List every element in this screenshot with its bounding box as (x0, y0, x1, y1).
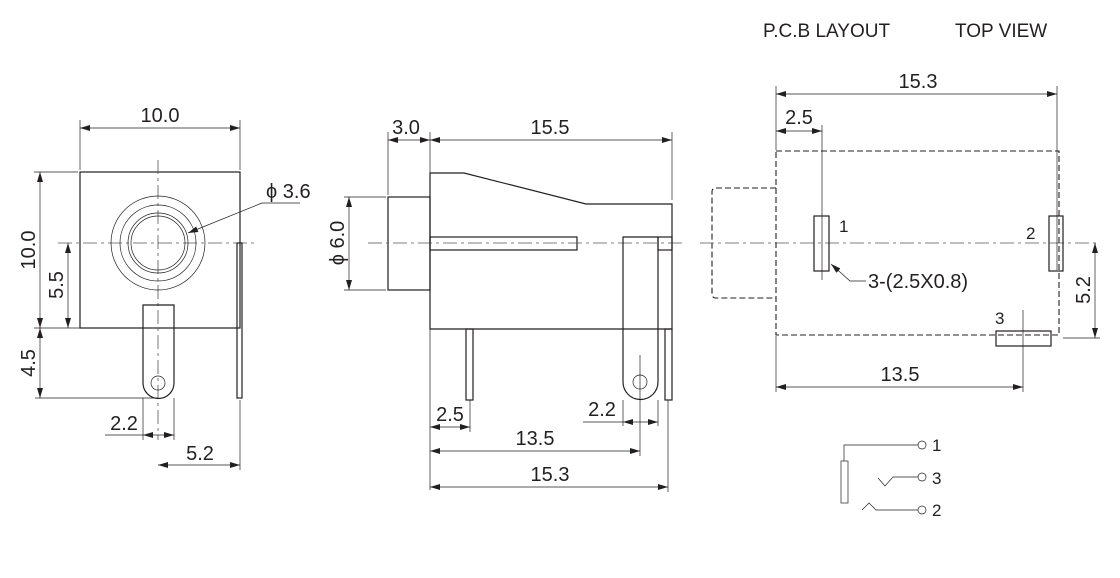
lead-length-label: 4.5 (18, 349, 40, 377)
pad-1-label: 1 (839, 217, 848, 236)
front-height-label: 10.0 (18, 231, 40, 270)
pad-1 (813, 215, 830, 272)
pad-2-label: 2 (1026, 224, 1035, 243)
pcb-pin3-offset-label: 13.5 (881, 364, 920, 386)
hole-diameter-label: ϕ 3.6 (266, 181, 311, 203)
side-lead-offset-label: 13.5 (516, 428, 555, 450)
center-height-label: 5.5 (46, 271, 68, 299)
front-width-label: 10.0 (141, 105, 180, 127)
pcb-layout-view: 15.3 2.5 5.2 13.5 1 2 3 3-(2.5X0.8) (700, 71, 1100, 392)
pin-2 (664, 328, 673, 401)
top-view-heading: TOP VIEW (955, 21, 1047, 42)
front-body (79, 171, 241, 329)
jack-hole (130, 215, 186, 271)
pcb-vertical-offset-label: 5.2 (1073, 276, 1095, 304)
side-pin1-offset-label: 2.5 (436, 404, 464, 426)
pad-size-note: 3-(2.5X0.8) (868, 271, 968, 293)
collar-diameter-label: ϕ 6.0 (327, 221, 349, 266)
lead-tab (142, 304, 175, 400)
pin-1 (465, 328, 474, 401)
schematic-symbol: 1 3 2 (840, 436, 941, 520)
pad-2 (1048, 215, 1064, 272)
collar-length-label: 3.0 (392, 117, 420, 139)
side-lead-tab (622, 236, 659, 401)
side-body (429, 172, 673, 330)
pcb-layout-heading: P.C.B LAYOUT (763, 21, 890, 42)
pcb-pin1-offset-label: 2.5 (785, 107, 813, 129)
side-lead-width-label: 2.2 (588, 399, 616, 421)
slot (429, 236, 578, 251)
pad-3-label: 3 (995, 309, 1004, 328)
schematic-pin-3: 3 (932, 469, 941, 488)
pin-offset-label: 5.2 (186, 443, 214, 465)
lead-width-label: 2.2 (110, 413, 138, 435)
pcb-overall-label: 15.3 (899, 71, 938, 93)
side-view: 3.0 15.5 ϕ 6.0 2.5 2.2 13.5 15.3 (327, 117, 686, 492)
jack-ring-outer (110, 195, 206, 291)
body-length-label: 15.5 (531, 117, 570, 139)
collar (387, 196, 431, 291)
side-pin (236, 242, 243, 399)
side-pin2-offset-label: 15.3 (531, 464, 570, 486)
schematic-pin-1: 1 (932, 436, 941, 455)
schematic-pin-2: 2 (932, 501, 941, 520)
front-view: 10.0 10.0 5.5 4.5 2.2 5.2 ϕ 3.6 (18, 105, 311, 470)
pad-3 (995, 330, 1052, 347)
